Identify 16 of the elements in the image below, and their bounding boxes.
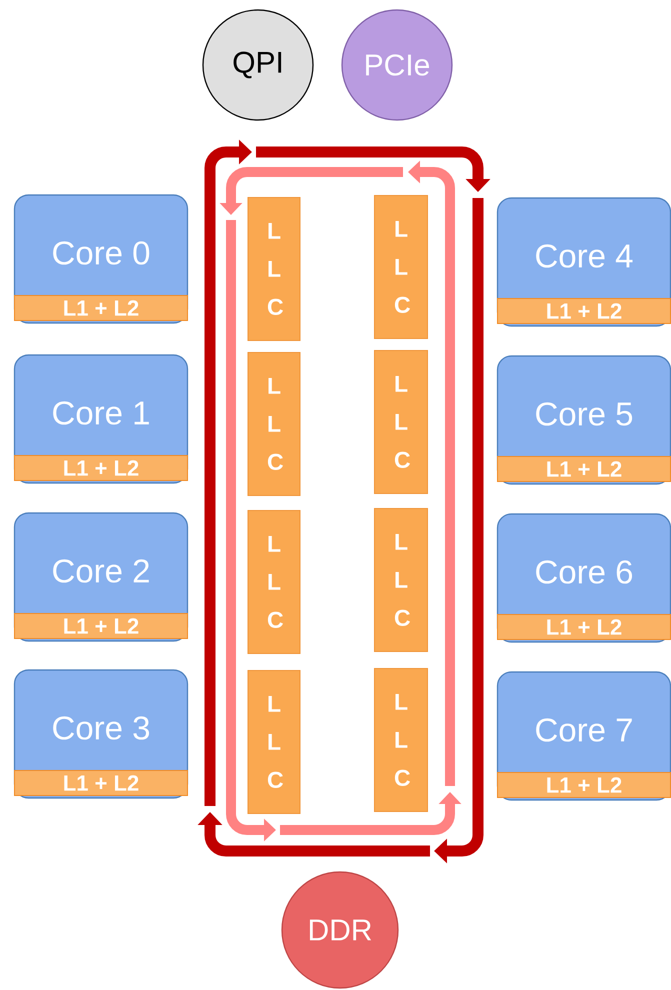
cache-slice: L L C — [248, 510, 300, 654]
cache-band: L1 + L2 — [497, 456, 671, 482]
cache-band: L1 + L2 — [497, 298, 671, 324]
cache-slice: L L C — [248, 670, 300, 814]
cache-band: L1 + L2 — [497, 614, 671, 640]
cache-band: L1 + L2 — [14, 770, 188, 796]
cache-band: L1 + L2 — [14, 613, 188, 639]
cache-slice: L L C — [248, 352, 300, 496]
cache-band: L1 + L2 — [497, 772, 671, 798]
cache-band: L1 + L2 — [14, 455, 188, 481]
cache-slice: L L C — [374, 350, 428, 494]
cache-slice: L L C — [374, 668, 428, 812]
cache-slice: L L C — [248, 197, 300, 341]
cache-slice: L L C — [374, 508, 428, 652]
cache-band: L1 + L2 — [14, 295, 188, 321]
cache-slice: L L C — [374, 195, 428, 339]
